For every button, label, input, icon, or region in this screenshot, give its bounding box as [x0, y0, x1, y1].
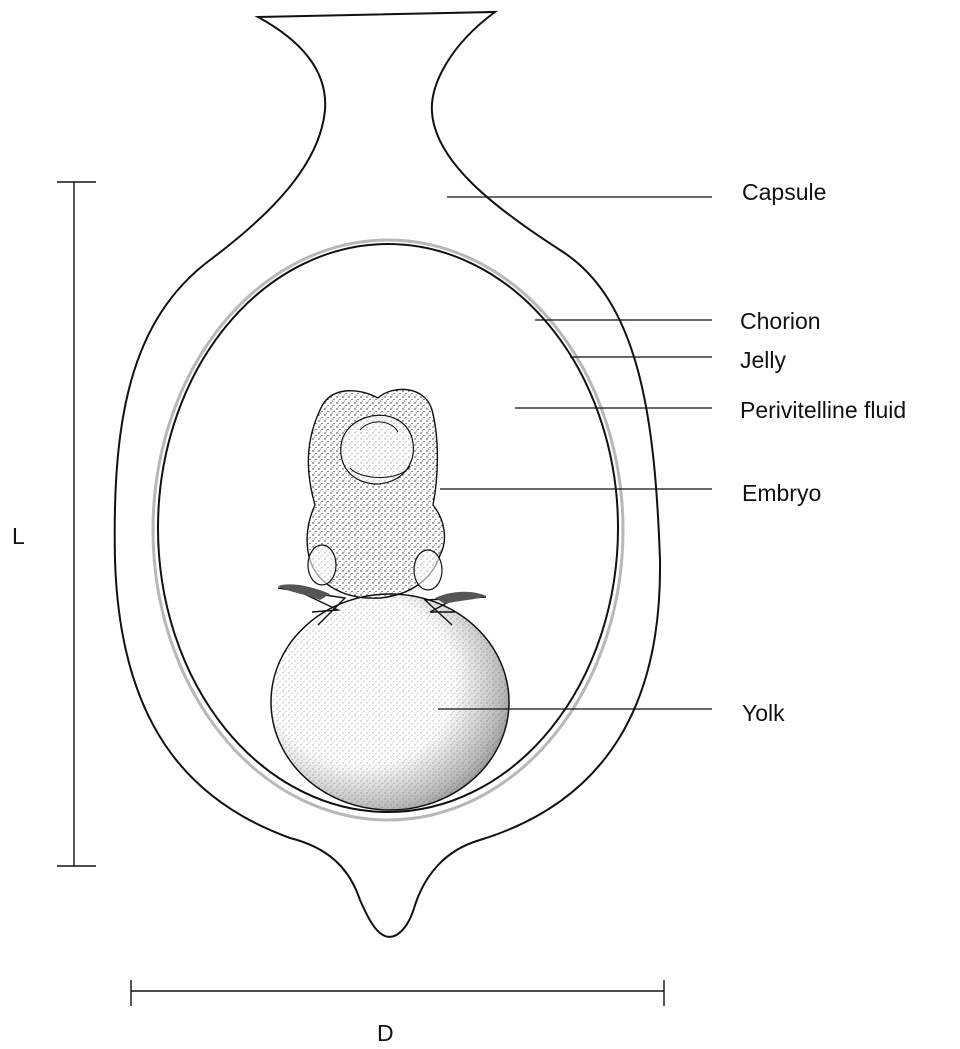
label-perivitelline: Perivitelline fluid	[740, 399, 906, 422]
diameter-scale-bar	[131, 980, 664, 1006]
label-capsule: Capsule	[742, 181, 826, 204]
label-length: L	[12, 525, 25, 548]
yolk	[271, 594, 509, 810]
length-scale-bar	[57, 182, 96, 866]
label-yolk: Yolk	[742, 702, 785, 725]
label-diameter: D	[377, 1022, 394, 1045]
label-embryo: Embryo	[742, 482, 821, 505]
label-chorion: Chorion	[740, 310, 821, 333]
label-jelly: Jelly	[740, 349, 786, 372]
embryo	[278, 389, 486, 625]
